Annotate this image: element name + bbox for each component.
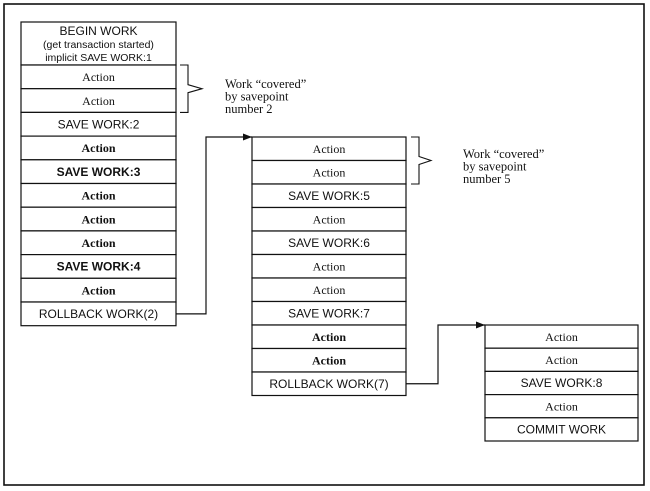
action-label: Action xyxy=(82,236,116,250)
commit-work-label: COMMIT WORK xyxy=(517,423,606,437)
save-work-3-label: SAVE WORK:3 xyxy=(57,165,141,179)
arrow-rollback-2 xyxy=(176,136,252,315)
arrow-rollback-2-head xyxy=(243,133,252,141)
begin-work-line-3: implicit SAVE WORK:1 xyxy=(45,52,152,64)
action-label: Action xyxy=(313,212,346,226)
action-label: Action xyxy=(82,70,115,84)
save-work-8-label: SAVE WORK:8 xyxy=(521,376,603,390)
annotation-1-line-1: Work “covered” xyxy=(225,77,306,91)
arrow-rollback-7-head xyxy=(476,321,485,329)
action-label: Action xyxy=(545,353,578,367)
action-label: Action xyxy=(545,399,578,413)
rollback-work-7-label: ROLLBACK WORK(7) xyxy=(269,377,388,391)
rollback-work-2-label: ROLLBACK WORK(2) xyxy=(39,307,158,321)
action-label: Action xyxy=(313,259,346,273)
annotation-2-line-1: Work “covered” xyxy=(463,147,544,161)
begin-work-line-1: BEGIN WORK xyxy=(59,24,137,38)
brace-savepoint-5 xyxy=(411,136,433,185)
arrow-rollback-7 xyxy=(406,324,485,385)
arrows-layer xyxy=(176,133,485,385)
annotation-1-line-2: by savepoint xyxy=(225,90,289,104)
begin-work-line-2: (get transaction started) xyxy=(43,39,154,51)
save-work-2-label: SAVE WORK:2 xyxy=(58,117,140,131)
action-label: Action xyxy=(82,141,116,155)
action-label: Action xyxy=(545,330,578,344)
action-label: Action xyxy=(312,330,346,344)
row-cell xyxy=(484,417,639,442)
outer-frame xyxy=(3,3,645,486)
annotation-1-line-3: number 2 xyxy=(225,102,273,116)
action-label: Action xyxy=(82,283,116,297)
annotation-2-line-3: number 5 xyxy=(463,172,511,186)
annotation-2-line-2: by savepoint xyxy=(463,160,527,174)
action-label: Action xyxy=(82,212,116,226)
action-label: Action xyxy=(82,94,115,108)
save-work-5-label: SAVE WORK:5 xyxy=(288,189,370,203)
column-1: BEGIN WORK(get transaction started)impli… xyxy=(20,21,177,327)
brace-savepoint-2 xyxy=(180,64,205,113)
action-label: Action xyxy=(82,189,116,203)
action-label: Action xyxy=(313,165,346,179)
columns-layer: BEGIN WORK(get transaction started)impli… xyxy=(20,21,639,442)
action-label: Action xyxy=(312,353,346,367)
save-work-6-label: SAVE WORK:6 xyxy=(288,236,370,250)
save-work-7-label: SAVE WORK:7 xyxy=(288,306,370,320)
action-label: Action xyxy=(313,283,346,297)
save-work-4-label: SAVE WORK:4 xyxy=(57,260,141,274)
action-label: Action xyxy=(313,142,346,156)
